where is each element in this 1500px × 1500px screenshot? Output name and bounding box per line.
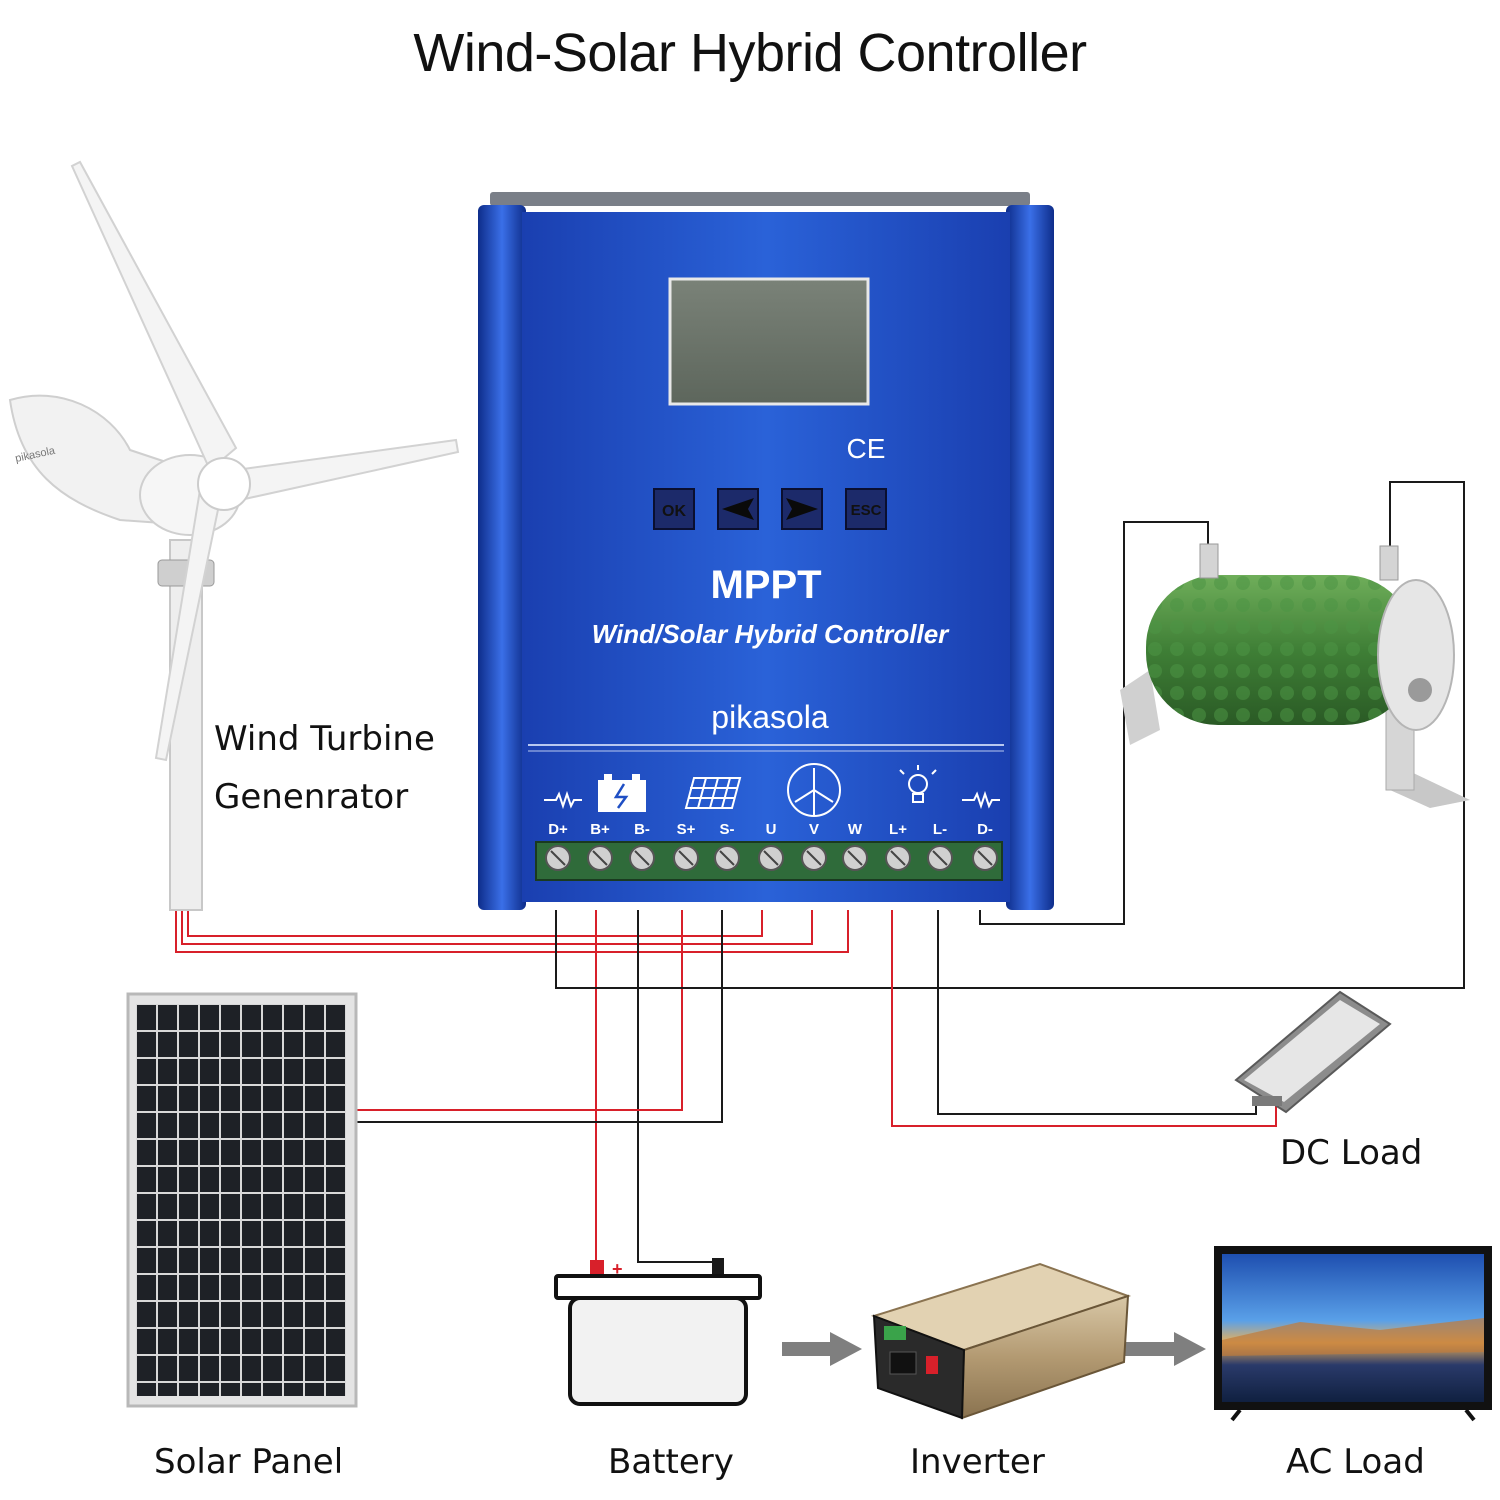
terminal-screw-slot <box>592 850 608 866</box>
inverter-display <box>884 1326 906 1340</box>
hybrid-controller: CE OK ESC MPPT Wind/Solar Hybrid Control… <box>478 192 1054 910</box>
ac-load-label: AC Load <box>1286 1442 1425 1482</box>
ce-mark: CE <box>847 433 886 464</box>
wind-turbine: pikasola <box>8 160 460 911</box>
esc-button[interactable]: ESC <box>845 488 887 530</box>
terminal-screw-slot <box>634 850 650 866</box>
dump-load-resistor <box>1120 543 1470 808</box>
right-button[interactable] <box>781 488 823 530</box>
terminal-label: L- <box>933 821 947 838</box>
tv-foot-left <box>1230 1408 1242 1422</box>
light-bulb-icon <box>899 765 937 803</box>
solar-panel-cells <box>136 1004 346 1396</box>
controller-logo: pikasola <box>711 699 829 735</box>
terminal-screws <box>545 845 998 871</box>
wind-wires <box>175 910 849 953</box>
wind-turbine-label-line2: Genenrator <box>214 777 408 817</box>
solar-panel-icon <box>684 777 742 809</box>
battery: + <box>554 1258 762 1406</box>
battery-label: Battery <box>608 1442 734 1482</box>
battery-negative-wire <box>637 910 718 1263</box>
dump-load-wire-a <box>555 481 1465 989</box>
terminal-label: W <box>848 821 863 838</box>
terminal-screw-slot <box>977 850 993 866</box>
solar-positive-wire <box>356 910 683 1111</box>
left-button[interactable] <box>717 488 759 530</box>
dc-load-label: DC Load <box>1280 1133 1422 1173</box>
turbine-blade-right <box>234 438 460 502</box>
turbine-hub <box>197 457 251 511</box>
terminal-label: V <box>809 821 819 838</box>
dc-load-negative-wire <box>937 910 1257 1115</box>
svg-text:OK: OK <box>662 503 686 520</box>
wind-turbine-label-line1: Wind Turbine <box>214 719 435 759</box>
inverter-label: Inverter <box>910 1442 1045 1482</box>
terminal-label: B+ <box>590 821 610 838</box>
terminal-label: L+ <box>889 821 907 838</box>
battery-negative-post <box>712 1258 724 1276</box>
terminal-screw-slot <box>678 850 694 866</box>
controller-subtitle: Wind/Solar Hybrid Controller <box>592 619 950 649</box>
battery-positive-post <box>590 1260 604 1276</box>
battery-lid <box>554 1274 762 1300</box>
terminal-label: S+ <box>677 821 696 838</box>
resistor-terminal-right <box>1379 545 1399 581</box>
terminal-label: D+ <box>548 821 568 838</box>
diagram-title: Wind-Solar Hybrid Controller <box>413 23 1087 83</box>
inverter-front <box>872 1314 966 1420</box>
controller-buttons: OK ESC <box>653 488 887 530</box>
controller-left-fin <box>478 205 526 910</box>
controller-right-fin <box>1006 205 1054 910</box>
solar-panel-label: Solar Panel <box>154 1442 343 1482</box>
inverter-switch <box>926 1356 938 1374</box>
resistor-icon <box>544 790 582 810</box>
right-arrow-icon <box>786 498 818 520</box>
terminal-screw-slot <box>932 850 948 866</box>
terminal-screw-slot <box>763 850 779 866</box>
terminal-screw-slot <box>806 850 822 866</box>
turbine-blade-top <box>70 160 238 472</box>
resistor-terminal-left <box>1199 543 1219 579</box>
terminal-label: U <box>766 821 777 838</box>
dc-load-lamp <box>1234 990 1392 1114</box>
ac-load-tv <box>1214 1246 1492 1422</box>
battery-icon <box>598 774 646 812</box>
battery-plus-sign: + <box>612 1259 623 1279</box>
svg-text:ESC: ESC <box>851 502 882 519</box>
left-arrow-icon <box>722 498 754 520</box>
solar-panel <box>126 992 358 1408</box>
dc-load-positive-wire <box>891 910 1277 1127</box>
terminal-label: B- <box>634 821 650 838</box>
battery-case <box>568 1296 748 1406</box>
terminal-screw-slot <box>550 850 566 866</box>
terminal-labels: D+ B+ B- S+ S- U V W L+ L- D- <box>548 821 993 838</box>
terminal-screw-slot <box>847 850 863 866</box>
dump-load-wire-b <box>979 521 1209 925</box>
wiring <box>175 481 1465 1268</box>
inverter-outlet <box>889 1351 917 1375</box>
tv-foot-right <box>1464 1408 1476 1422</box>
lcd-screen <box>668 277 870 406</box>
ok-button[interactable]: OK <box>653 488 695 530</box>
controller-top-edge <box>490 192 1030 206</box>
arrow-inverter-to-ac-load <box>1124 1332 1206 1366</box>
terminal-screw-slot <box>719 850 735 866</box>
wind-turbine-icon <box>787 763 841 817</box>
solar-negative-wire <box>356 910 723 1123</box>
terminal-screw-slot <box>890 850 906 866</box>
inverter <box>870 1262 1132 1420</box>
terminal-label: D- <box>977 821 993 838</box>
resistor-end-cap <box>1377 579 1455 731</box>
controller-mppt-label: MPPT <box>710 563 821 607</box>
terminal-label: S- <box>720 821 735 838</box>
resistor-icon-2 <box>962 790 1000 810</box>
arrow-battery-to-inverter <box>782 1332 862 1366</box>
terminal-icons <box>544 763 1000 817</box>
